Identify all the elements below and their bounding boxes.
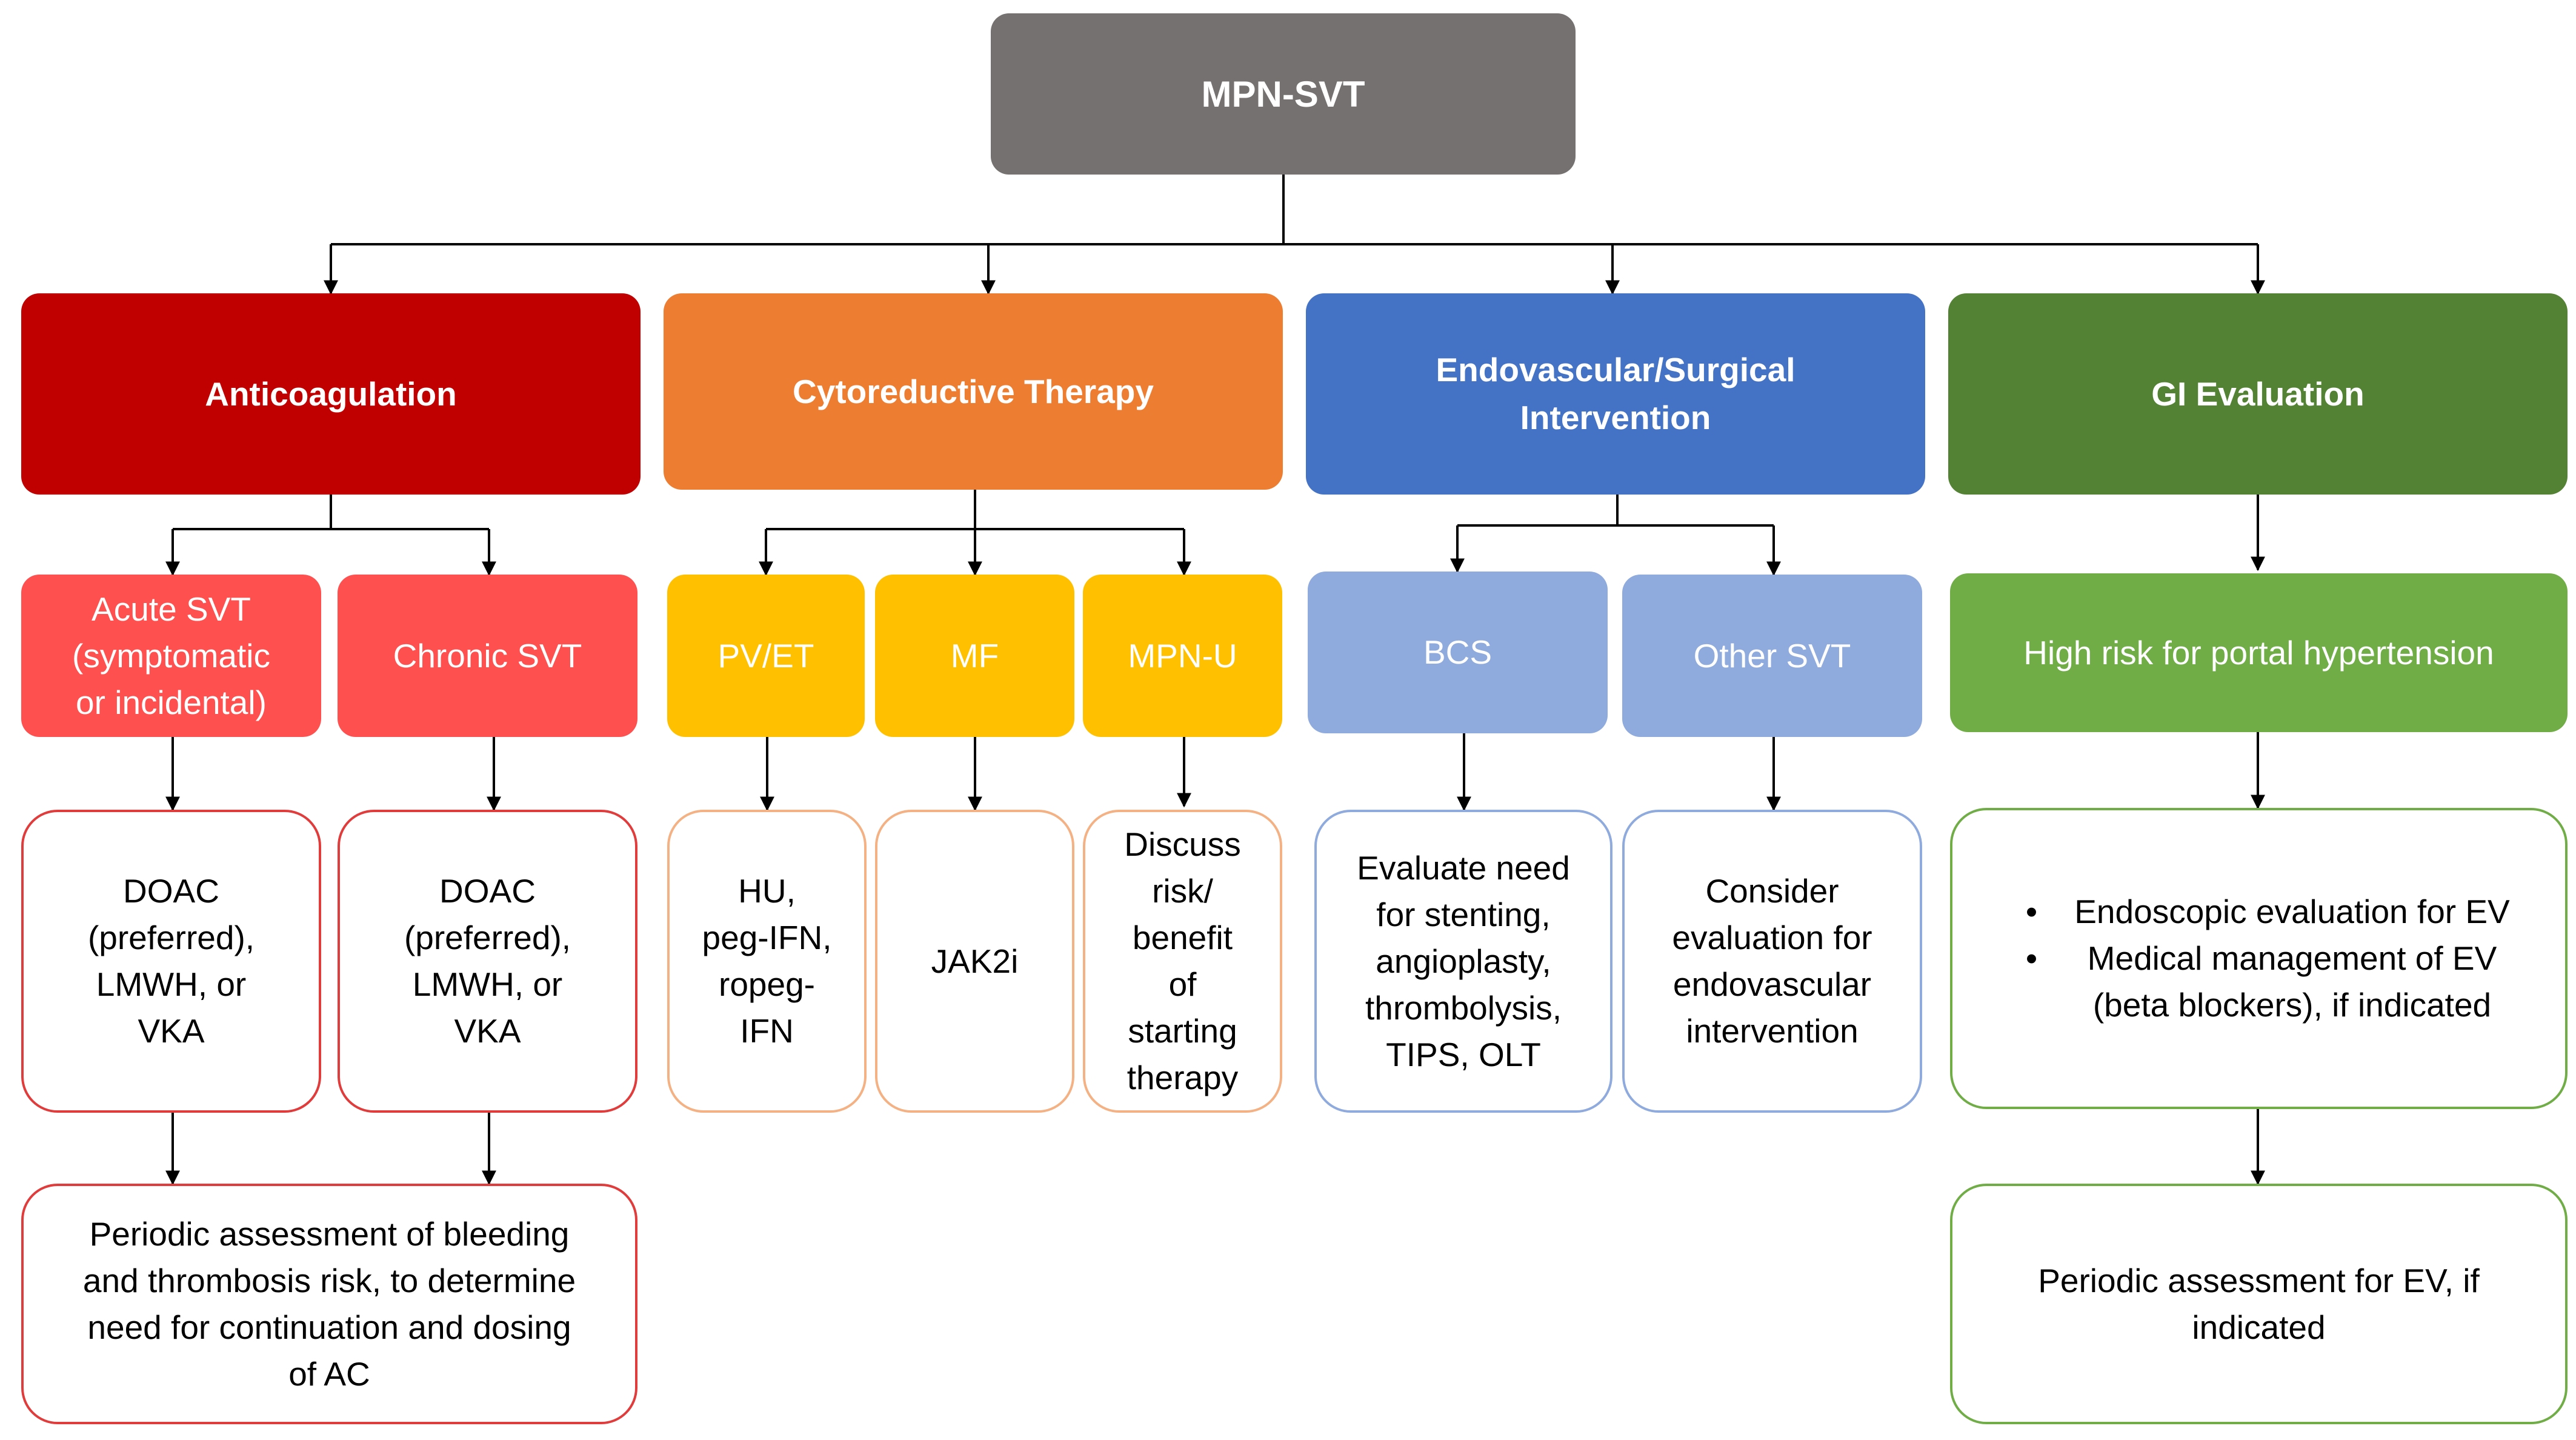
pv-et-outcome-text: HU, peg-IFN, ropeg- IFN bbox=[702, 872, 832, 1050]
bcs-outcome-text: Evaluate need for stenting, angioplasty,… bbox=[1357, 848, 1570, 1073]
bcs-label: BCS bbox=[1423, 633, 1493, 671]
chronic-svt-label: Chronic SVT bbox=[393, 636, 582, 675]
endovascular-node: Endovascular/Surgical Intervention bbox=[1306, 293, 1925, 495]
cyto-trunk-line bbox=[766, 490, 1184, 530]
acute-svt-node: Acute SVT (symptomatic or incidental) bbox=[21, 575, 321, 737]
mpn-u-outcome-text: Discuss risk/ benefit of starting therap… bbox=[1124, 825, 1241, 1096]
bcs-node: BCS bbox=[1308, 572, 1608, 733]
endovascular-label: Endovascular/Surgical Intervention bbox=[1436, 351, 1796, 436]
anticoagulation-node: Anticoagulation bbox=[21, 293, 641, 495]
anticoagulation-followup-node: Periodic assessment of bleeding and thro… bbox=[21, 1184, 637, 1424]
gi-followup-node: Periodic assessment for EV, if indicated bbox=[1950, 1184, 2568, 1424]
chronic-svt-outcome-node: DOAC (preferred), LMWH, or VKA bbox=[338, 810, 637, 1113]
acute-svt-label: Acute SVT (symptomatic or incidental) bbox=[72, 590, 270, 721]
endo-trunk-line bbox=[1457, 495, 1774, 527]
gi-outcome-node: • Endoscopic evaluation for EV • Medical… bbox=[1950, 808, 2568, 1109]
chronic-svt-node: Chronic SVT bbox=[338, 575, 637, 737]
bcs-outcome-node: Evaluate need for stenting, angioplasty,… bbox=[1314, 810, 1612, 1113]
root-node: MPN-SVT bbox=[991, 13, 1576, 175]
mf-node: MF bbox=[875, 575, 1074, 737]
pv-et-label: PV/ET bbox=[717, 636, 814, 675]
pv-et-outcome-node: HU, peg-IFN, ropeg- IFN bbox=[667, 810, 867, 1113]
mf-outcome-node: JAK2i bbox=[875, 810, 1074, 1113]
bullet-marker: • bbox=[2025, 939, 2038, 977]
other-svt-node: Other SVT bbox=[1622, 575, 1922, 737]
acute-svt-outcome-node: DOAC (preferred), LMWH, or VKA bbox=[21, 810, 321, 1113]
anticoagulation-followup-text: Periodic assessment of bleeding and thro… bbox=[82, 1215, 576, 1393]
gi-bullet-item: • Medical management of EV (beta blocker… bbox=[1999, 935, 2520, 1028]
gi-bullet-item: • Endoscopic evaluation for EV bbox=[1999, 888, 2520, 935]
cytoreductive-node: Cytoreductive Therapy bbox=[664, 293, 1283, 490]
gi-evaluation-node: GI Evaluation bbox=[1948, 293, 2568, 495]
acute-svt-outcome-text: DOAC (preferred), LMWH, or VKA bbox=[87, 872, 255, 1050]
mpn-u-outcome-node: Discuss risk/ benefit of starting therap… bbox=[1083, 810, 1282, 1113]
mpn-u-label: MPN-U bbox=[1128, 636, 1237, 675]
mf-outcome-text: JAK2i bbox=[931, 942, 1019, 980]
portal-hypertension-node: High risk for portal hypertension bbox=[1950, 573, 2568, 732]
gi-evaluation-label: GI Evaluation bbox=[2151, 375, 2365, 413]
other-svt-outcome-node: Consider evaluation for endovascular int… bbox=[1622, 810, 1922, 1113]
other-svt-label: Other SVT bbox=[1693, 636, 1851, 675]
bullet-marker: • bbox=[2025, 893, 2038, 930]
gi-bullet-list: • Endoscopic evaluation for EV • Medical… bbox=[1999, 888, 2520, 1028]
portal-hypertension-label: High risk for portal hypertension bbox=[2023, 633, 2494, 672]
anticoagulation-label: Anticoagulation bbox=[205, 375, 457, 413]
other-svt-outcome-text: Consider evaluation for endovascular int… bbox=[1672, 872, 1872, 1050]
gi-bullet-text: Endoscopic evaluation for EV bbox=[2074, 893, 2510, 930]
chronic-svt-outcome-text: DOAC (preferred), LMWH, or VKA bbox=[404, 872, 571, 1050]
gi-followup-text: Periodic assessment for EV, if indicated bbox=[2038, 1261, 2480, 1346]
root-label: MPN-SVT bbox=[1201, 73, 1365, 115]
mf-label: MF bbox=[950, 636, 999, 675]
anticoag-trunk-line bbox=[173, 495, 489, 530]
mpn-u-node: MPN-U bbox=[1083, 575, 1282, 737]
gi-bullet-text: Medical management of EV (beta blockers)… bbox=[2087, 939, 2497, 1024]
cytoreductive-label: Cytoreductive Therapy bbox=[792, 372, 1154, 410]
pv-et-node: PV/ET bbox=[667, 575, 865, 737]
